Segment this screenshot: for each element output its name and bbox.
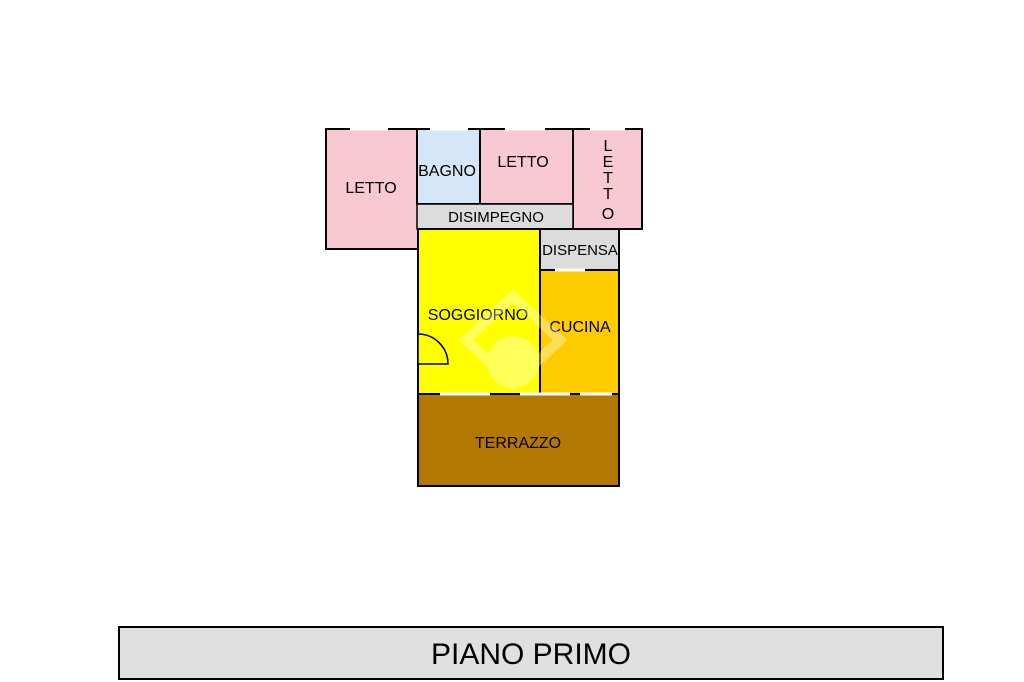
room-label-letto-center: LETTO [497,154,548,171]
room-label-bagno: BAGNO [418,163,476,180]
watermark-logo [458,289,568,391]
floor-plan: LETTO BAGNO LETTO L E T T O DISIMPEGNO S… [325,127,643,487]
room-bagno[interactable]: BAGNO [416,128,481,205]
room-letto-left[interactable]: LETTO [325,128,419,250]
room-terrazzo[interactable]: TERRAZZO [417,393,620,487]
room-label-cucina: CUCINA [549,319,611,336]
room-label-terrazzo: TERRAZZO [475,435,561,452]
room-label-letto-right-e: E [603,154,614,171]
room-letto-center[interactable]: LETTO [479,128,574,205]
room-label-letto-left: LETTO [345,180,396,197]
room-label-dispensa: DISPENSA [542,242,618,259]
room-label-soggiorno: SOGGIORNO [428,307,528,324]
floor-title-banner: PIANO PRIMO [118,626,944,680]
wall-openings [350,127,625,396]
floor-title: PIANO PRIMO [430,638,632,671]
room-dispensa[interactable]: DISPENSA [539,228,620,271]
room-disimpegno[interactable]: DISIMPEGNO [416,203,574,230]
entrance-door-icon [417,333,449,365]
room-label-letto-right-l: L [604,138,613,155]
room-label-letto-right-t2: T [603,186,613,203]
room-label-letto-right-o: O [602,206,614,223]
room-label-letto-right-t1: T [603,170,613,187]
room-label-disimpegno: DISIMPEGNO [448,209,544,226]
room-soggiorno[interactable]: SOGGIORNO [417,228,541,395]
room-letto-right[interactable]: L E T T O [572,128,643,230]
room-cucina[interactable]: CUCINA [539,269,620,395]
